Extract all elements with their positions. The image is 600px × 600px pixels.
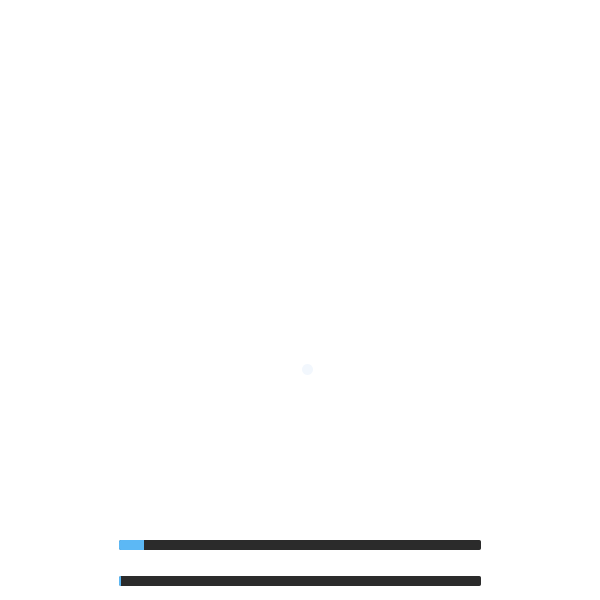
progress-bar-primary bbox=[119, 540, 481, 550]
progress-bar-secondary-fill bbox=[119, 576, 122, 586]
progress-bar-secondary bbox=[119, 576, 481, 586]
progress-bar-primary-fill bbox=[119, 540, 145, 550]
loading-dot-icon bbox=[302, 364, 313, 375]
